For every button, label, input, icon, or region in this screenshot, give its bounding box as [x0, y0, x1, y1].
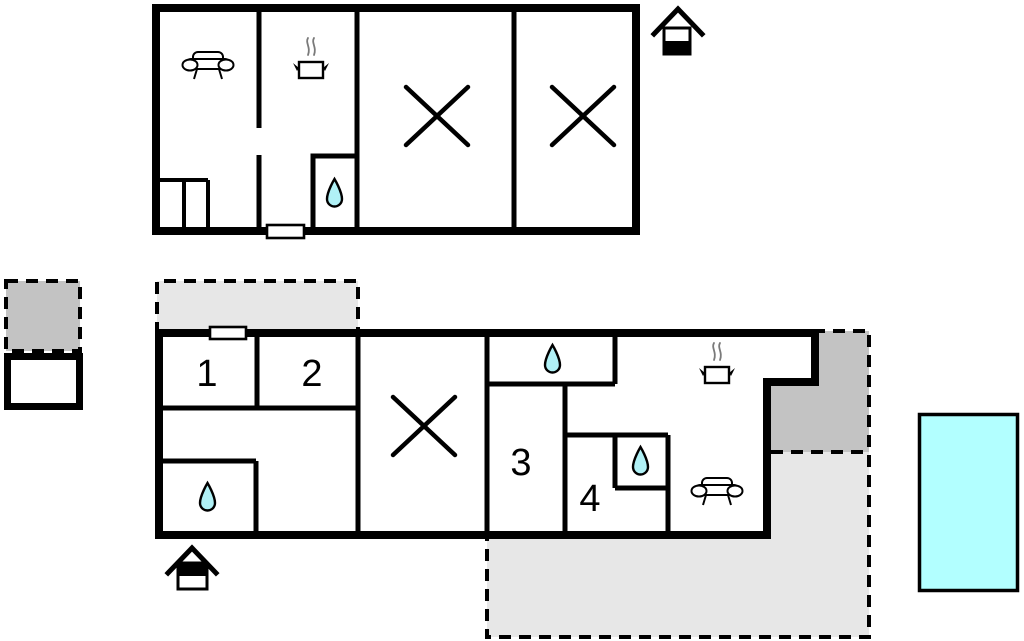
outbuilding	[4, 353, 83, 410]
upper-floor-plan	[152, 4, 640, 240]
ground-floor-terraces	[155, 279, 871, 639]
ground-floor-plan: 1 2 3 4	[155, 325, 819, 539]
outbuilding-terrace	[4, 279, 82, 353]
outbuildings	[4, 279, 83, 410]
entrance-house-icon	[164, 544, 220, 591]
upper-interior-walls	[256, 8, 517, 231]
entrance-house-icon	[650, 5, 706, 56]
swimming-pool	[917, 412, 1020, 593]
upper-outer-wall	[152, 4, 640, 235]
upper-wardrobe	[160, 178, 210, 231]
back-terrace	[487, 452, 869, 637]
front-terrace-border	[155, 279, 360, 334]
front-terrace	[157, 281, 358, 334]
room-label-4: 4	[579, 478, 600, 520]
room-label-1: 1	[196, 353, 217, 395]
ground-interior-walls	[159, 333, 671, 535]
back-terrace-border	[485, 329, 871, 639]
room-label-2: 2	[301, 353, 322, 395]
covered-terrace	[771, 331, 869, 452]
room-label-3: 3	[510, 442, 531, 484]
upper-bathroom-walls	[310, 153, 358, 233]
upper-entrance-door	[265, 223, 306, 240]
ground-entrance-door	[208, 325, 248, 341]
